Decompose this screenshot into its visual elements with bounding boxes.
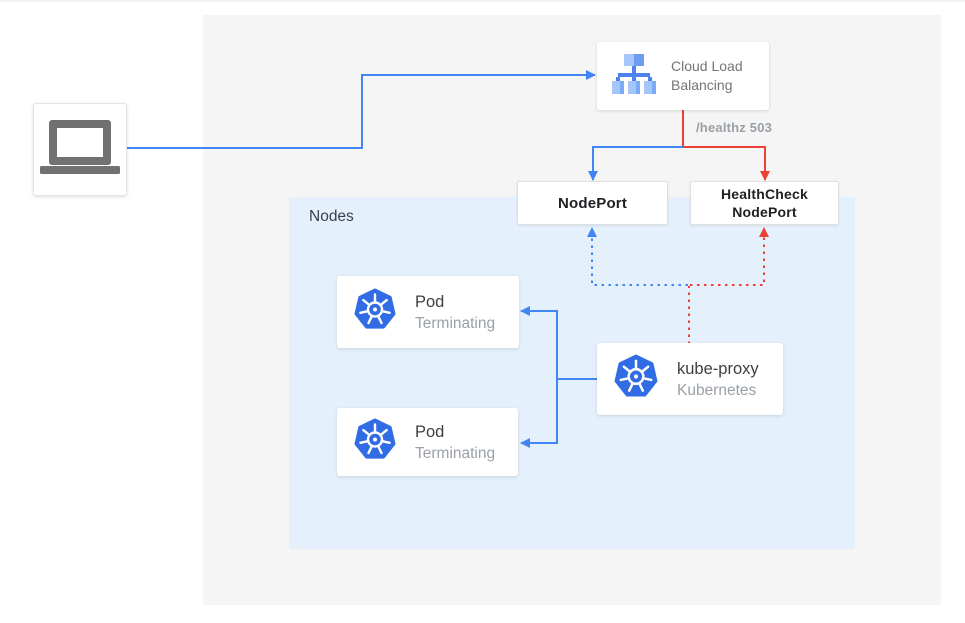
kube-proxy-text: kube-proxy Kubernetes [677,358,759,401]
kubernetes-helm-icon [613,353,659,405]
kube-proxy-node: kube-proxy Kubernetes [597,343,783,415]
pod-2-text: Pod Terminating [415,421,495,464]
pod-1-status: Terminating [415,314,496,332]
client-laptop [33,103,127,196]
healthcheck-nodeport-node: HealthCheck NodePort [690,181,839,225]
healthz-status-label: /healthz 503 [696,120,773,135]
clb-label-line1: Cloud Load [671,58,743,74]
pod-2-status: Terminating [415,444,496,462]
kubernetes-helm-icon [353,417,397,467]
pod-1-node: Pod Terminating [337,276,519,348]
cloud-load-balancing-node: Cloud Load Balancing [597,42,769,110]
laptop-icon [40,120,120,179]
clb-label-line2: Balancing [671,77,733,93]
healthcheck-nodeport-label-line2: NodePort [732,204,797,220]
clb-label: Cloud Load Balancing [671,57,743,95]
pod-2-title: Pod [415,422,445,441]
nodeport-node: NodePort [517,181,668,225]
nodes-panel-label: Nodes [309,208,354,225]
kube-proxy-title: kube-proxy [677,359,759,378]
pod-1-title: Pod [415,292,445,311]
healthcheck-nodeport-label-line1: HealthCheck [720,186,808,202]
page-top-divider [0,0,965,2]
load-balancer-icon [610,53,658,99]
nodeport-label: NodePort [557,194,628,212]
kube-proxy-subtitle: Kubernetes [677,381,757,399]
pod-1-text: Pod Terminating [415,291,495,334]
kubernetes-helm-icon [353,287,397,337]
pod-2-node: Pod Terminating [337,408,518,476]
